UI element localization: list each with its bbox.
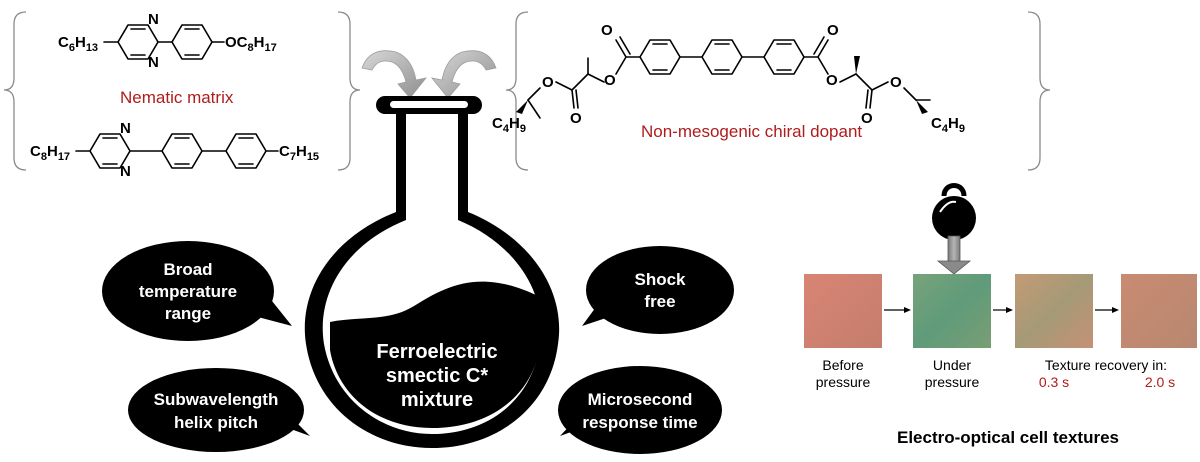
nematic-matrix-group: C6H13 N N OC8H17 Nematic matrix C8H17 N [3, 11, 361, 180]
arrow-icon [1095, 307, 1119, 313]
svg-text:Subwavelength: Subwavelength [154, 390, 279, 409]
flask-label-line1: Ferroelectric [376, 341, 497, 363]
caption-time-0-3s: 0.3 s [1039, 374, 1069, 390]
right-brace-open [505, 11, 529, 171]
caption-time-2-0s: 2.0 s [1145, 374, 1175, 390]
texture-before-pressure [804, 274, 882, 348]
nitrogen-atom: N [120, 163, 131, 180]
phenyl-ring-1 [171, 24, 213, 60]
nitrogen-atom: N [120, 120, 131, 137]
phenyl-ring-left [639, 39, 681, 75]
bubble-helix-pitch: Subwavelength helix pitch [128, 368, 310, 452]
chiral-dopant-group: O O O O C4H9 O O [492, 11, 1051, 171]
kettlebell-icon [932, 183, 976, 275]
flask-liquid [330, 281, 544, 428]
arrow-icon [993, 307, 1013, 313]
molecule2-left-tail: C8H17 [30, 143, 70, 163]
nitrogen-atom: N [148, 11, 159, 28]
curved-arrows [361, 50, 497, 99]
flask-label-line2: smectic C* [386, 365, 488, 387]
arrow-icon [884, 307, 911, 313]
flask-label-line3: mixture [401, 389, 473, 411]
flask: Ferroelectric smectic C* mixture [304, 96, 560, 448]
molecule2-right-tail: C7H15 [279, 143, 319, 163]
caption-recovery-label: Texture recovery in: [1045, 357, 1167, 373]
nitrogen-atom: N [148, 54, 159, 71]
molecule1-right-tail: OC8H17 [225, 34, 277, 54]
caption-before-line2: pressure [816, 374, 871, 390]
svg-text:Microsecond: Microsecond [588, 390, 693, 409]
oxygen-atom: O [861, 110, 873, 127]
texture-panel: Before pressure Under pressure Texture r… [804, 183, 1197, 447]
phenyl-ring-3 [225, 133, 267, 169]
phenyl-ring-2 [161, 133, 203, 169]
svg-text:temperature: temperature [139, 282, 237, 301]
oxygen-atom: O [601, 22, 613, 39]
oxygen-atom: O [827, 22, 839, 39]
oxygen-atom: O [570, 110, 582, 127]
left-brace-open [3, 11, 27, 171]
bubble-response-time: Microsecond response time [558, 366, 722, 454]
texture-recovery-0-3s [1015, 274, 1093, 348]
phenyl-ring-middle [701, 39, 743, 75]
oxygen-atom: O [542, 74, 554, 91]
chiral-dopant-molecule: O O O O C4H9 O O [492, 22, 965, 135]
dopant-right-tail: C4H9 [931, 115, 965, 135]
svg-text:helix pitch: helix pitch [174, 413, 258, 432]
nematic-matrix-label: Nematic matrix [120, 88, 234, 107]
svg-text:range: range [165, 304, 211, 323]
left-brace-close [337, 11, 361, 171]
svg-text:Broad: Broad [163, 260, 212, 279]
texture-under-pressure [913, 274, 991, 348]
phenyl-ring-right [763, 39, 805, 75]
caption-under-line1: Under [933, 357, 971, 373]
caption-before-line1: Before [822, 357, 863, 373]
oxygen-atom: O [890, 74, 902, 91]
curved-arrow-right [431, 50, 497, 99]
svg-text:Shock: Shock [634, 270, 686, 289]
caption-under-line2: pressure [925, 374, 980, 390]
oxygen-atom: O [826, 72, 838, 89]
texture-recovery-2-0s [1121, 274, 1197, 348]
dopant-left-tail: C4H9 [492, 115, 526, 135]
texture-panel-title: Electro-optical cell textures [897, 428, 1119, 447]
nematic-molecule-1: C6H13 N N OC8H17 [58, 11, 277, 71]
chiral-dopant-label: Non-mesogenic chiral dopant [641, 122, 862, 141]
molecule1-left-tail: C6H13 [58, 34, 98, 54]
bubble-shock-free: Shock free [582, 246, 734, 334]
bubble-temperature-range: Broad temperature range [102, 241, 292, 341]
svg-text:free: free [644, 292, 675, 311]
nematic-molecule-2: C8H17 N N C7H15 [30, 120, 319, 180]
svg-text:response time: response time [582, 413, 697, 432]
right-brace-close [1027, 11, 1051, 171]
oxygen-atom: O [604, 72, 616, 89]
curved-arrow-left [361, 50, 427, 99]
